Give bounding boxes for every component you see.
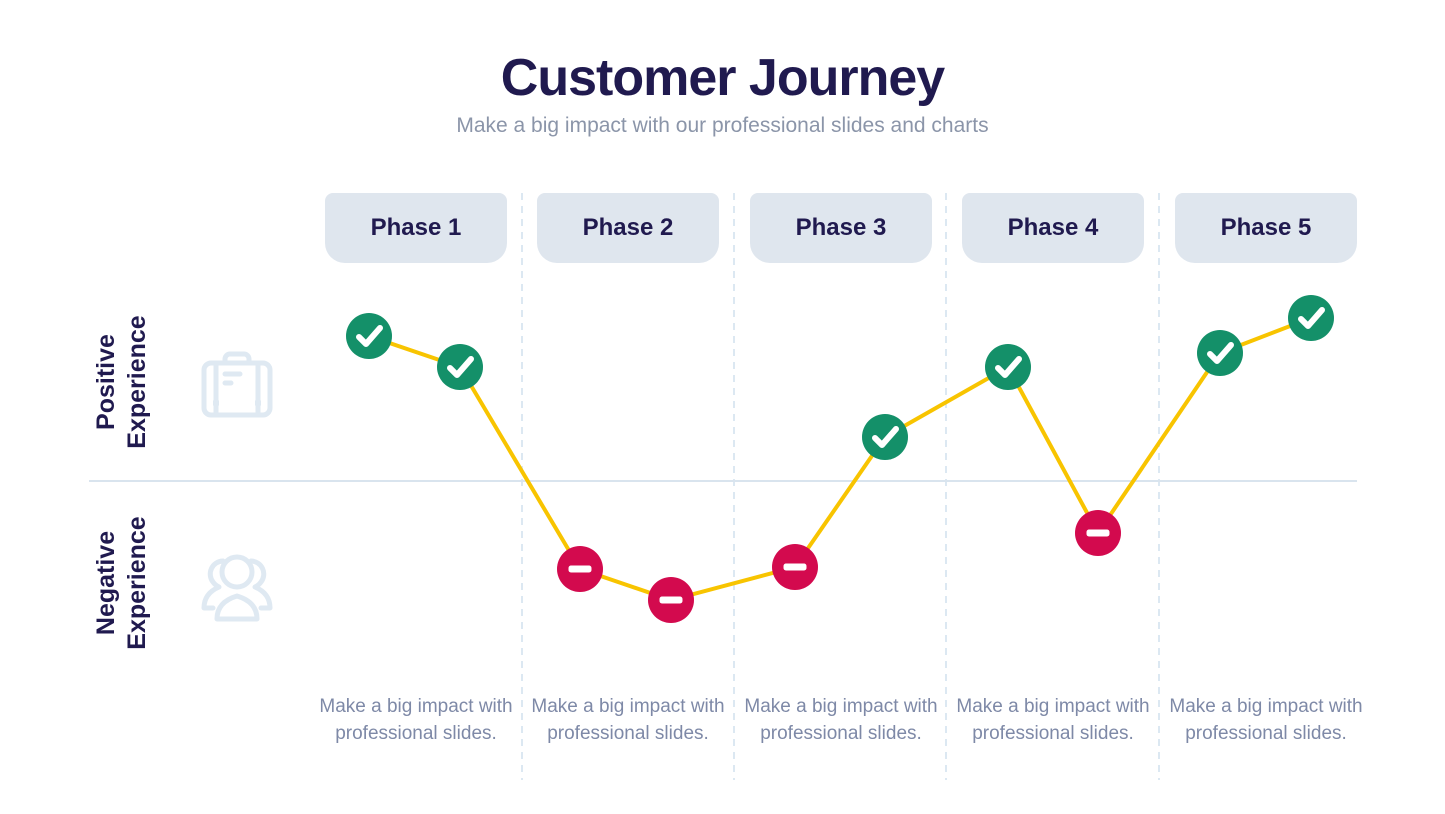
phase-separator-dashed-line <box>1158 193 1160 780</box>
phase-separator-dashed-line <box>945 193 947 780</box>
minus-icon <box>659 596 683 604</box>
phase-3-header: Phase 3 <box>750 193 932 263</box>
phase-3-caption: Make a big impact with professional slid… <box>744 696 938 744</box>
positive-marker <box>1288 295 1334 341</box>
experience-baseline <box>89 480 1357 482</box>
positive-marker <box>346 313 392 359</box>
phase-1-caption: Make a big impact with professional slid… <box>319 696 513 744</box>
phase-1-header: Phase 1 <box>325 193 507 263</box>
phase-5-header: Phase 5 <box>1175 193 1357 263</box>
phase-4-caption: Make a big impact with professional slid… <box>956 696 1150 744</box>
check-icon <box>872 426 899 448</box>
check-icon <box>447 356 474 378</box>
briefcase-icon <box>201 351 273 418</box>
positive-marker <box>1197 330 1243 376</box>
positive-marker <box>985 344 1031 390</box>
phase-separator-dashed-line <box>521 193 523 780</box>
phase-separator-dashed-line <box>733 193 735 780</box>
check-icon <box>995 356 1022 378</box>
page-subtitle: Make a big impact with our professional … <box>456 114 989 137</box>
negative-experience-label: Negative Experience <box>92 516 152 650</box>
phase-2-header: Phase 2 <box>537 193 719 263</box>
check-icon <box>1207 342 1234 364</box>
positive-marker <box>862 414 908 460</box>
people-icon <box>201 554 273 622</box>
negative-marker <box>772 544 818 590</box>
minus-icon <box>783 563 807 571</box>
phase-4-header: Phase 4 <box>962 193 1144 263</box>
check-icon <box>1298 307 1325 329</box>
positive-marker <box>437 344 483 390</box>
minus-icon <box>1086 529 1110 537</box>
journey-line <box>368 316 1312 603</box>
positive-experience-label: Positive Experience <box>92 315 152 449</box>
check-icon <box>356 325 383 347</box>
negative-marker <box>1075 510 1121 556</box>
page-title: Customer Journey <box>500 49 945 107</box>
phase-2-caption: Make a big impact with professional slid… <box>531 696 725 744</box>
negative-marker <box>557 546 603 592</box>
phase-5-caption: Make a big impact with professional slid… <box>1169 696 1363 744</box>
minus-icon <box>568 565 592 573</box>
negative-marker <box>648 577 694 623</box>
